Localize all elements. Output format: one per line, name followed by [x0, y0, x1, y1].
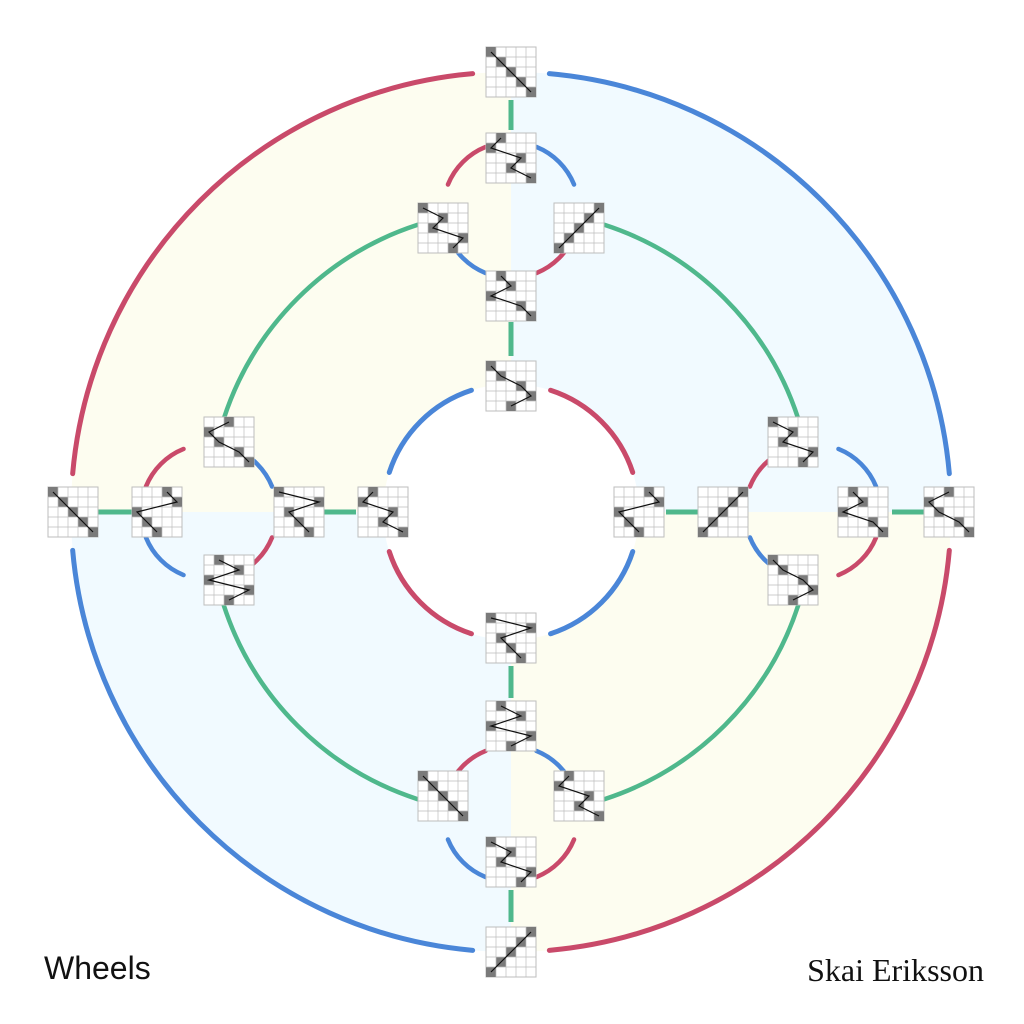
small-wheel-arc	[445, 144, 488, 187]
outer-ring-arc-ne	[546, 71, 952, 477]
permutation-grid-node	[485, 926, 537, 978]
inner-ring-arc-nw	[386, 387, 474, 475]
permutation-grid-node	[485, 700, 537, 752]
permutation-grid-node	[203, 416, 255, 468]
small-wheel-arc	[534, 837, 577, 880]
permutation-grid-node	[47, 486, 99, 538]
middle-ring-arc-3	[602, 603, 801, 802]
small-wheel-arc	[836, 446, 879, 489]
permutation-grid-node	[485, 46, 537, 98]
permutation-grid-node	[837, 486, 889, 538]
permutation-grid-node	[923, 486, 975, 538]
permutation-grid-node	[767, 416, 819, 468]
permutation-grid-node	[357, 486, 409, 538]
outer-ring-arc-se	[546, 547, 952, 953]
permutation-grid-node	[485, 612, 537, 664]
permutation-grid-node	[203, 554, 255, 606]
quadrant-region	[511, 512, 951, 952]
permutation-grid-node	[697, 486, 749, 538]
permutation-grid-node	[767, 554, 819, 606]
permutation-grid-node	[131, 486, 183, 538]
small-wheel-arc	[534, 144, 577, 187]
middle-ring-arc-0	[602, 222, 801, 421]
author-name: Skai Eriksson	[807, 952, 984, 988]
small-wheel-arc	[445, 837, 488, 880]
permutation-grid-node	[485, 132, 537, 184]
permutation-grid-node	[273, 486, 325, 538]
small-wheel-arc	[143, 535, 186, 578]
middle-ring-arc-2	[221, 603, 420, 802]
inner-ring-arc-sw	[386, 549, 474, 637]
outer-ring-arc-nw	[70, 71, 476, 477]
quadrant-region	[71, 72, 511, 512]
middle-ring-arc-1	[221, 222, 420, 421]
quadrant-region	[71, 512, 511, 952]
permutation-grid-node	[417, 202, 469, 254]
permutation-grid-node	[485, 836, 537, 888]
small-wheel-arc	[836, 535, 879, 578]
small-wheel-arc	[143, 446, 186, 489]
permutation-grid-node	[613, 486, 665, 538]
outer-ring-arc-sw	[70, 547, 476, 953]
quadrant-region	[511, 72, 951, 512]
permutation-grid-node	[485, 360, 537, 412]
permutation-grid-node	[417, 770, 469, 822]
permutation-grid-node	[485, 270, 537, 322]
permutation-grid-node	[553, 202, 605, 254]
inner-ring-arc-se	[548, 549, 636, 637]
diagram-title: Wheels	[44, 950, 151, 986]
permutation-grid-node	[553, 770, 605, 822]
inner-ring-arc-ne	[548, 387, 636, 475]
